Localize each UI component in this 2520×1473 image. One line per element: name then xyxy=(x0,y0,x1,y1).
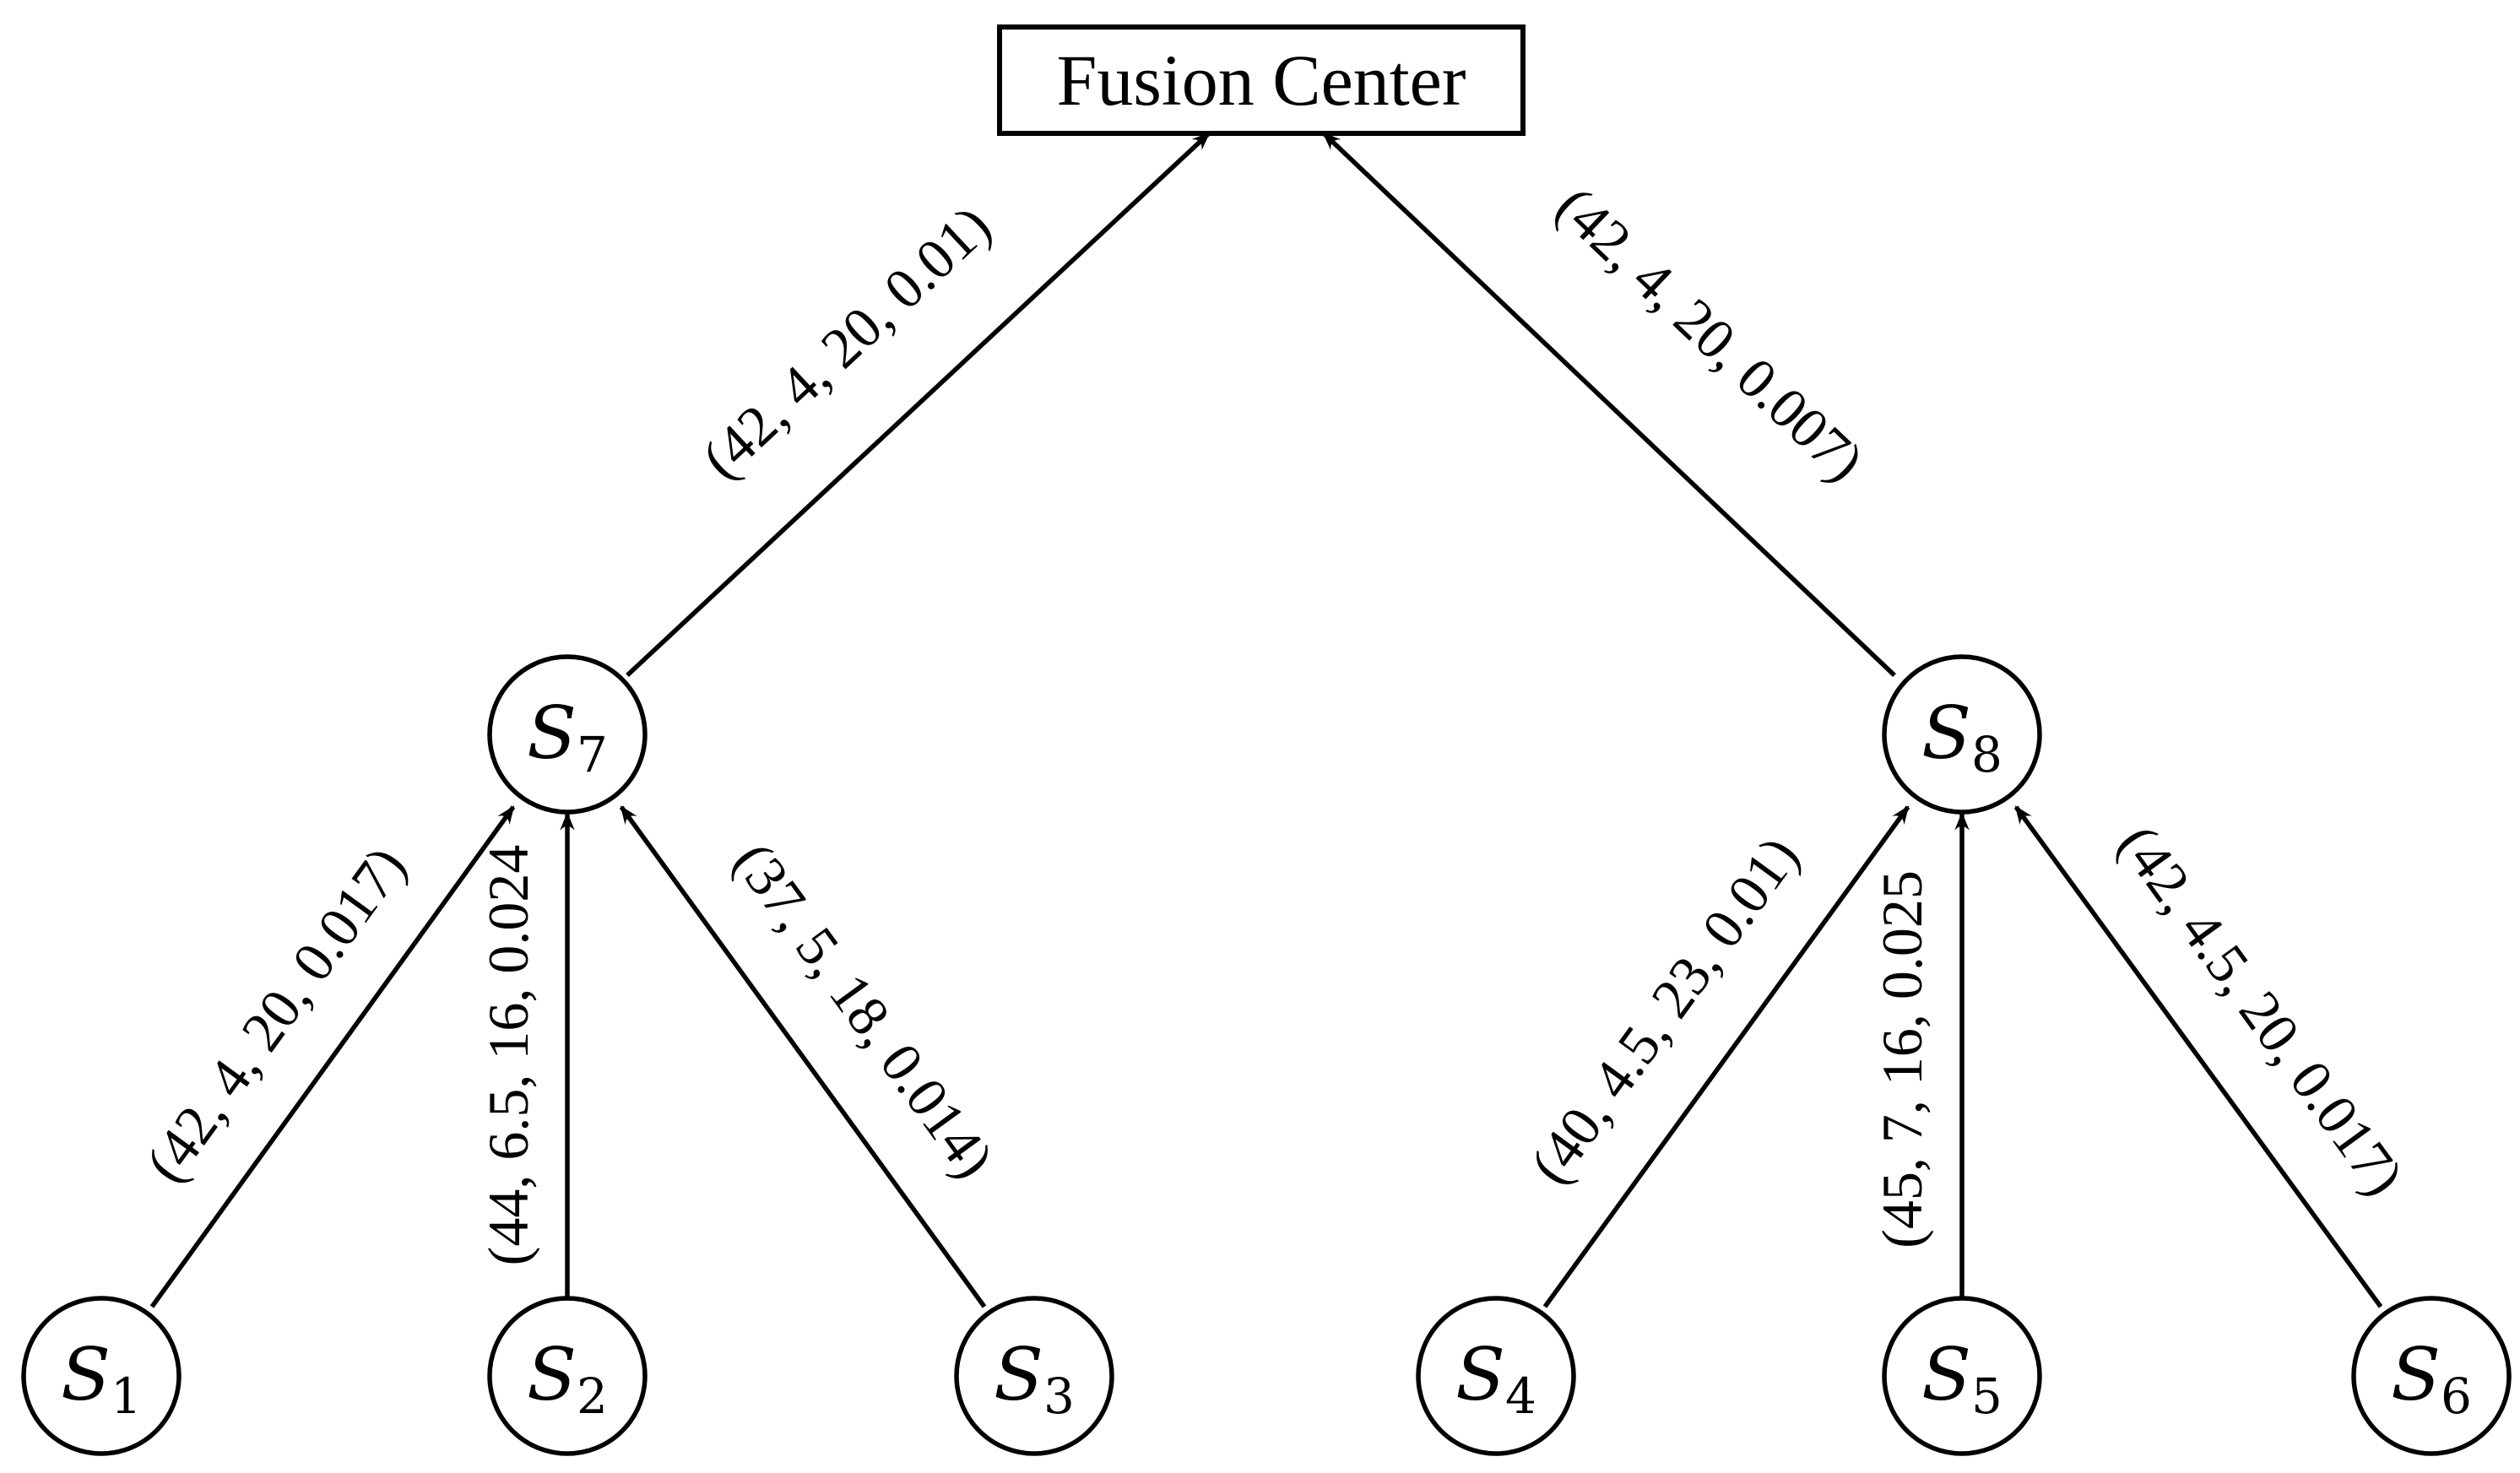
node-s2-circle xyxy=(487,1296,648,1456)
node-s3-label: S3 xyxy=(994,1333,1075,1425)
node-s5-label: S5 xyxy=(1921,1333,2002,1425)
edge-label-s2-s7: (44, 6.5, 16, 0.024 xyxy=(476,845,540,1266)
node-s8: S8 xyxy=(1882,654,2042,815)
node-s4-circle xyxy=(1416,1296,1576,1456)
edge-s8-fusion-center xyxy=(1322,132,1896,677)
node-s5: S5 xyxy=(1882,1296,2042,1456)
edge-label-s1-s7: (42, 4, 20, 0.017) xyxy=(133,835,418,1194)
node-s4: S4 xyxy=(1416,1296,1576,1456)
node-s1-label: S1 xyxy=(61,1333,142,1425)
node-s7-circle xyxy=(487,654,648,815)
fusion-center-label: Fusion Center xyxy=(1057,40,1466,121)
edge-s3-s7 xyxy=(619,805,987,1308)
node-s6-label: S6 xyxy=(2391,1333,2472,1425)
sensor-nodes: S7 S8 S1 S2 S3 S4 S5 S6 xyxy=(21,654,2512,1456)
edge-s7-fusion-center xyxy=(626,131,1211,678)
edge-label-s7-fusion-center: (42, 4, 20, 0.01) xyxy=(690,193,1003,491)
node-s2-label: S2 xyxy=(527,1333,608,1425)
node-s7-label: S7 xyxy=(527,691,608,783)
node-s5-circle xyxy=(1882,1296,2042,1456)
edge-label-s8-fusion-center: (42, 4, 20, 0.007) xyxy=(1544,174,1876,494)
node-s1: S1 xyxy=(21,1296,182,1456)
node-s3-circle xyxy=(954,1296,1114,1456)
edge-label-s3-s7: (37, 5, 18, 0.014) xyxy=(722,831,1007,1189)
node-s2: S2 xyxy=(487,1296,648,1456)
edge-labels: (42, 4, 20, 0.01) (42, 4, 20, 0.007) (42… xyxy=(133,174,2416,1265)
fusion-center-box xyxy=(997,24,1526,136)
node-s3: S3 xyxy=(954,1296,1114,1456)
node-s6: S6 xyxy=(2351,1296,2512,1456)
node-s8-circle xyxy=(1882,654,2042,815)
edges xyxy=(149,131,2383,1308)
node-s1-circle xyxy=(21,1296,182,1456)
edge-s4-s8 xyxy=(1542,805,1910,1308)
node-s4-label: S4 xyxy=(1455,1333,1536,1425)
edge-s6-s8 xyxy=(2013,805,2383,1308)
edge-s1-s7 xyxy=(149,805,516,1308)
node-s8-label: S8 xyxy=(1921,691,2002,783)
edge-label-s6-s8: (42, 4.5, 20, 0.017) xyxy=(2106,813,2417,1206)
edge-label-s5-s8: (45, 7, 16, 0.025 xyxy=(1870,870,1934,1248)
fusion-center: Fusion Center xyxy=(997,24,1526,136)
node-s7: S7 xyxy=(487,654,648,815)
node-s6-circle xyxy=(2351,1296,2512,1456)
